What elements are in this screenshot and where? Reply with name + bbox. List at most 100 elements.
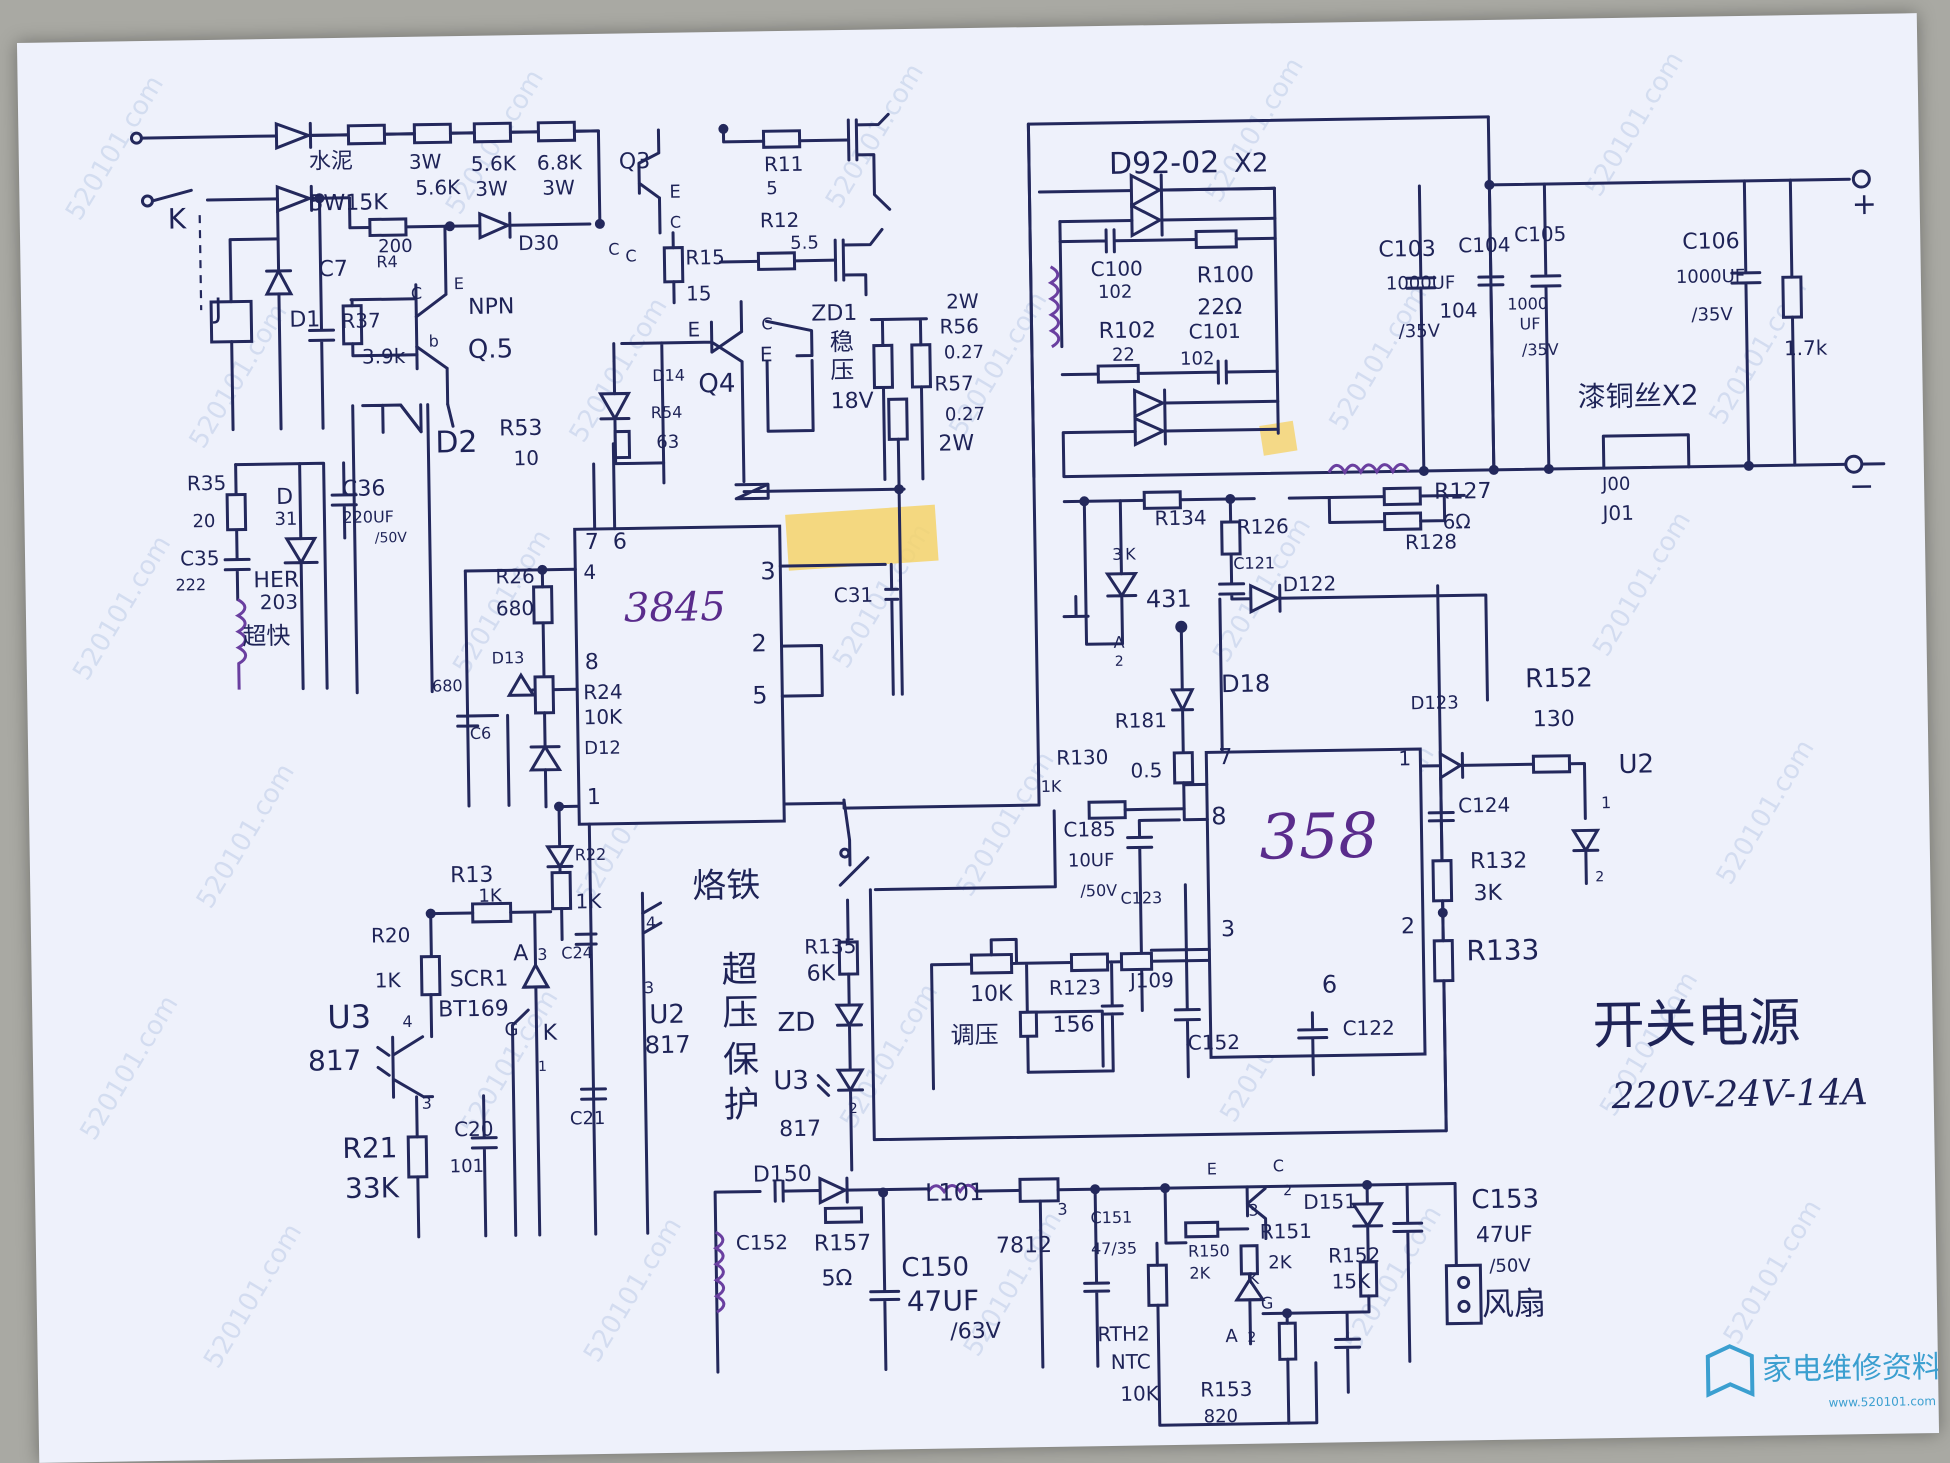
resistor-r22 [550,870,573,911]
resistor-r123 [1069,952,1110,973]
component-label: 3W [409,149,442,174]
component-label: D30 [518,231,559,256]
transformer-secondary [1047,265,1061,349]
component-label: C101 [1188,319,1241,344]
output-choke [1327,462,1411,476]
component-label: 817 [308,1044,362,1078]
component-label: R135 [804,934,856,959]
watermark-text: 520101.com [1200,53,1310,208]
component-label: R157 [814,1231,872,1257]
book-icon [1705,1344,1755,1398]
resistor-r134 [1142,490,1182,510]
component-label: E [669,182,681,203]
component-label: R127 [1434,479,1492,505]
component-label: 47/35 [1091,1239,1137,1259]
component-label: 820 [1204,1406,1239,1428]
component-label: 680 [432,676,463,695]
component-label: 2 [1595,869,1604,885]
component-label: A [1113,633,1124,652]
component-label: 1K [478,885,503,906]
component-label: 817 [779,1117,821,1143]
component-label: 10UF [1068,850,1115,872]
pwm-controller [376,112,1490,1239]
component-label: 稳 [830,328,854,356]
component-label: C121 [1233,553,1275,573]
watermark-text: 520101.com [67,530,177,685]
component-label: C152 [1188,1030,1241,1055]
component-label: 超 [721,949,758,991]
component-label: 3 [537,945,547,964]
component-label: 3 [644,978,654,997]
component-label: 15K [1331,1269,1371,1294]
component-label: NPN [468,294,515,320]
component-label: K [1248,1269,1259,1288]
component-label: 2K [1268,1252,1293,1273]
component-label: C103 [1378,237,1436,263]
component-label: R153 [1200,1377,1252,1402]
component-label: E [1207,1159,1217,1178]
component-label: HER [253,568,299,594]
component-label: R15 [685,245,725,270]
component-label: 10K [1120,1381,1160,1406]
component-label: D13 [492,648,525,668]
component-label: R128 [1405,529,1457,554]
component-label: 6Ω [1442,509,1470,533]
component-label: 8 [1211,802,1227,830]
component-label: D150 [753,1162,812,1188]
component-label: 47UF [1476,1222,1533,1248]
diagram-title: 开关电源 [1592,993,1801,1056]
component-label: C36 [342,476,386,502]
component-label: C [670,213,681,232]
component-label: C6 [470,724,492,743]
resistor-r127 [1382,486,1422,507]
component-label: 2K [1189,1263,1210,1282]
component-label: UF [1519,314,1540,333]
component-label: 10K [970,981,1013,1007]
component-label: C [608,240,619,259]
component-label: R100 [1197,263,1255,289]
component-label: 水泥 [309,149,353,175]
component-label: R54 [651,403,683,422]
component-label: C150 [901,1252,969,1283]
component-label: /35V [1399,321,1441,343]
resistor-r15 [662,246,685,284]
component-label: 22 [1112,344,1135,365]
component-label: 7 [585,530,599,555]
component-label: C [411,284,422,303]
component-label: 3 [1057,1200,1067,1219]
component-label: Q3 [619,149,651,174]
component-label: 156 [1052,1012,1094,1038]
resistor-r11 [761,129,802,149]
component-label: 3W [542,175,575,200]
component-label: G [504,1019,518,1040]
diode-d123 [1438,751,1464,781]
resistor-r26 [532,585,554,625]
component-label: /35V [1691,304,1733,326]
component-label: D123 [1410,692,1459,714]
component-label: SCR1 [450,966,509,992]
component-label: 680 [496,596,535,621]
ntc-rth2 [1146,1263,1169,1307]
diode-d151 [1350,1202,1385,1229]
component-label: 1 [1601,793,1611,812]
component-label: D151 [1303,1189,1357,1214]
component-label: 20 [192,511,215,532]
logo-text: 家电维修资料网 [1762,1349,1939,1387]
component-label: R20 [371,923,411,948]
component-label: + [1851,187,1877,222]
component-label: C104 [1458,233,1511,258]
component-label: D92-02 [1109,145,1220,182]
component-label: R130 [1056,745,1108,770]
resistor-r20 [419,954,442,997]
component-label: 5.6K [471,151,517,176]
component-label: L101 [925,1178,985,1207]
logo-url: www.520101.com [1828,1394,1936,1410]
component-label: 调压 [950,1021,998,1050]
resistor-r133 [1432,939,1455,983]
component-label: D [276,485,293,510]
component-label: R181 [1115,708,1167,733]
component-label: D2 [435,425,478,461]
component-label: 3K [1473,881,1502,906]
aux-winding [712,1230,726,1314]
